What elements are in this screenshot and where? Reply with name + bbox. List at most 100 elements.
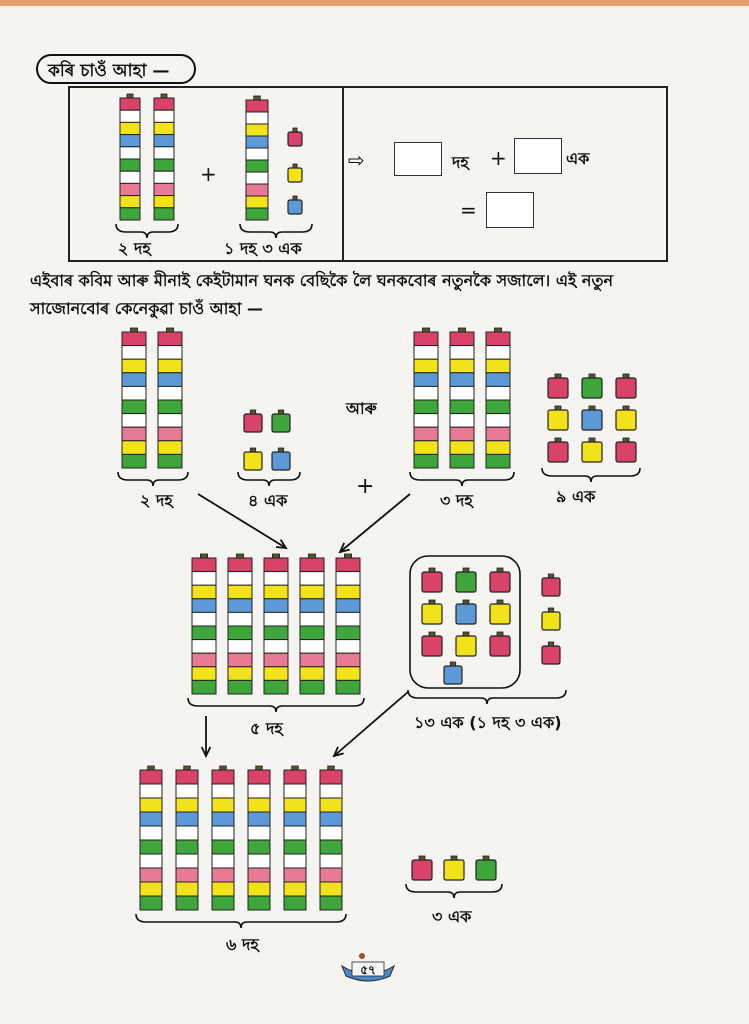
- rod-cube: [175, 825, 199, 841]
- cube-knob: [547, 641, 555, 647]
- rod-cube: [245, 207, 269, 221]
- rod-cube: [121, 399, 147, 415]
- rod-cube: [157, 358, 183, 374]
- intro-text-line-1: এইবাৰ কবিম আৰু মীনাই কেইটামান ঘনক বেছিকৈ…: [30, 271, 614, 290]
- rod-cube: [299, 584, 325, 600]
- rod-cube: [449, 385, 475, 401]
- unit-cube: [541, 577, 561, 597]
- rod-cube: [319, 853, 343, 869]
- rod-cube: [153, 109, 175, 123]
- rod-cube: [485, 372, 511, 387]
- cube-knob: [277, 447, 285, 453]
- combined-tens-label: ৫ দহ: [250, 719, 283, 738]
- total-answer-box[interactable]: [486, 192, 534, 228]
- rod-cube: [247, 811, 271, 827]
- section-title: কৰি চাওঁ আহা —: [48, 61, 170, 81]
- rod-cube: [119, 207, 141, 221]
- unit-cube: [547, 441, 569, 463]
- rod-knob: [327, 765, 335, 771]
- cube-knob: [249, 409, 257, 415]
- cube-knob: [449, 661, 457, 667]
- unit-cube: [541, 645, 561, 665]
- rod-cube: [153, 158, 175, 172]
- cube-knob: [428, 631, 436, 637]
- unit-cube: [547, 409, 569, 431]
- cube-knob: [496, 567, 504, 573]
- rod-cube: [247, 783, 271, 799]
- rod-cube: [121, 345, 147, 360]
- cube-knob: [588, 405, 596, 411]
- rod-cube: [175, 839, 199, 855]
- cube-knob: [496, 631, 504, 637]
- rod-cube: [245, 159, 269, 173]
- rod-cube: [157, 426, 183, 442]
- rod-cube: [319, 811, 343, 827]
- tens-unit-label: দহ: [452, 153, 469, 172]
- top-plus-sign: +: [200, 162, 217, 186]
- top-left-label-1: ২ দহ: [118, 239, 151, 258]
- unit-cube: [581, 441, 603, 463]
- middle-plus-sign: +: [356, 474, 375, 499]
- brace: [409, 471, 515, 487]
- unit-cube: [287, 131, 303, 147]
- rod-cube: [139, 769, 163, 785]
- rod-cube: [175, 853, 199, 869]
- rod-cube: [245, 111, 269, 125]
- rod-cube: [485, 331, 511, 347]
- cube-knob: [482, 855, 490, 861]
- rod-cube: [319, 769, 343, 785]
- rod-cube: [263, 652, 289, 668]
- rod-cube: [191, 571, 217, 586]
- arrow-line: [197, 493, 287, 549]
- rod-cube: [227, 652, 253, 668]
- tens-answer-box[interactable]: [394, 142, 442, 176]
- rod-cube: [153, 195, 175, 209]
- rod-cube: [211, 825, 235, 841]
- rod-cube: [335, 598, 361, 613]
- rod-cube: [211, 769, 235, 785]
- ones-answer-box[interactable]: [514, 138, 562, 174]
- cube-knob: [428, 567, 436, 573]
- rod-cube: [227, 625, 253, 641]
- unit-cube: [421, 603, 443, 625]
- unit-cube: [243, 413, 263, 433]
- unit-cube: [581, 409, 603, 431]
- brace: [239, 223, 313, 239]
- rod-cube: [245, 135, 269, 149]
- brace: [405, 883, 503, 899]
- result-ones-label: ৩ এক: [432, 907, 472, 926]
- rod-cube: [211, 881, 235, 897]
- rod-cube: [283, 839, 307, 855]
- rod-knob: [493, 327, 502, 333]
- cube-knob: [547, 573, 555, 579]
- rod-cube: [227, 598, 253, 613]
- rod-cube: [247, 867, 271, 883]
- rod-cube: [449, 440, 475, 455]
- cube-knob: [588, 437, 596, 443]
- rod-knob: [291, 765, 299, 771]
- rod-cube: [283, 769, 307, 785]
- rod-cube: [485, 426, 511, 442]
- rod-cube: [121, 358, 147, 374]
- rod-knob: [307, 553, 316, 559]
- rod-cube: [211, 853, 235, 869]
- rod-cube: [153, 134, 175, 148]
- unit-cube: [615, 441, 637, 463]
- cube-knob: [622, 373, 630, 379]
- rod-cube: [263, 571, 289, 586]
- rod-cube: [299, 571, 325, 586]
- rod-cube: [175, 867, 199, 883]
- cube-knob: [462, 599, 470, 605]
- rod-cube: [449, 345, 475, 360]
- cube-knob: [462, 567, 470, 573]
- brace: [187, 697, 365, 713]
- table-divider: [342, 86, 344, 262]
- rod-cube: [245, 99, 269, 113]
- rod-cube: [227, 611, 253, 627]
- rod-cube: [139, 797, 163, 813]
- page-number: ৫৭: [360, 963, 376, 977]
- rod-cube: [227, 584, 253, 600]
- rod-cube: [191, 679, 217, 695]
- rod-cube: [449, 399, 475, 415]
